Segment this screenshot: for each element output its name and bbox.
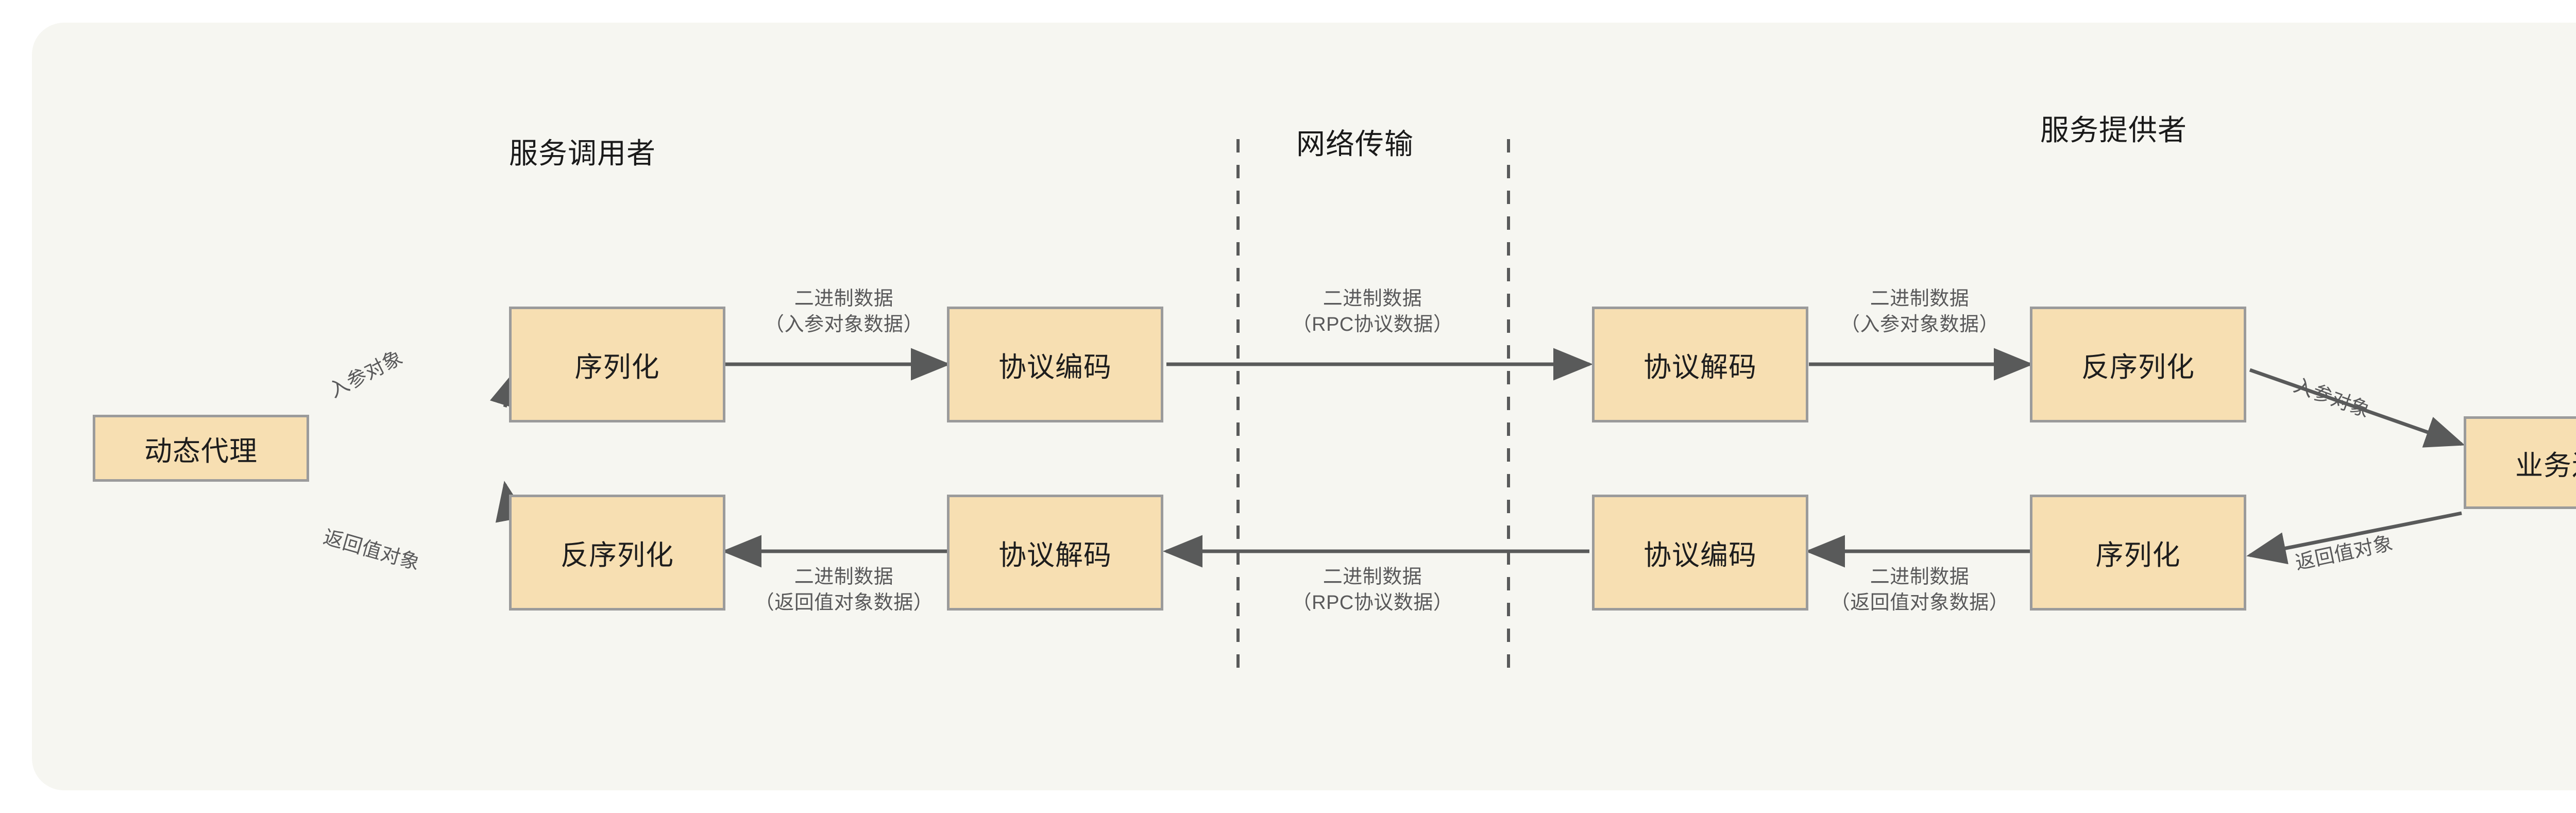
edge-label-network-request: 二进制数据 （RPC协议数据） [1259,286,1486,337]
edge-label-binary-line1: 二进制数据 [1870,566,1970,588]
node-protocol-encode-request[interactable]: 协议编码 [947,307,1163,422]
edge-label-binary-line1: 二进制数据 [1323,566,1422,588]
edge-label-binary-request-param: （入参对象数据） [1840,314,1999,336]
edge-label-binary-line1: 二进制数据 [1870,288,1970,310]
lane-title-network: 网络传输 [1296,128,1414,160]
edge-label-binary-return-value: （返回值对象数据） [1830,592,2009,614]
edge-label-serialize-to-encode-response: 二进制数据 （返回值对象数据） [1806,564,2033,616]
edge-label-binary-request-param: （入参对象数据） [764,314,923,336]
node-deserialize-response[interactable]: 反序列化 [509,495,725,611]
node-protocol-decode-response[interactable]: 协议解码 [947,495,1163,611]
node-protocol-decode-request[interactable]: 协议解码 [1592,307,1808,422]
edge-label-binary-line1: 二进制数据 [794,288,894,310]
node-deserialize-request[interactable]: 反序列化 [2030,307,2246,422]
edge-label-binary-rpc-protocol: （RPC协议数据） [1292,314,1453,336]
edge-label-serialize-to-encode: 二进制数据 （入参对象数据） [731,286,957,337]
edge-label-binary-line1: 二进制数据 [794,566,894,588]
edge-label-decode-to-deserialize-response: 二进制数据 （返回值对象数据） [731,564,957,616]
node-serialize-request[interactable]: 序列化 [509,307,725,422]
node-protocol-encode-response[interactable]: 协议编码 [1592,495,1808,611]
node-business-logic[interactable]: 业务逻辑 [2464,416,2576,509]
edge-label-binary-line1: 二进制数据 [1323,288,1422,310]
lane-title-provider: 服务提供者 [2040,114,2187,146]
lane-title-caller: 服务调用者 [509,137,656,170]
edge-label-decode-to-deserialize: 二进制数据 （入参对象数据） [1806,286,2033,337]
edge-label-binary-return-value: （返回值对象数据） [754,592,934,614]
node-dynamic-proxy[interactable]: 动态代理 [93,415,309,482]
edge-label-binary-rpc-protocol: （RPC协议数据） [1292,592,1453,614]
edge-label-network-response: 二进制数据 （RPC协议数据） [1259,564,1486,616]
node-serialize-response[interactable]: 序列化 [2030,495,2246,611]
